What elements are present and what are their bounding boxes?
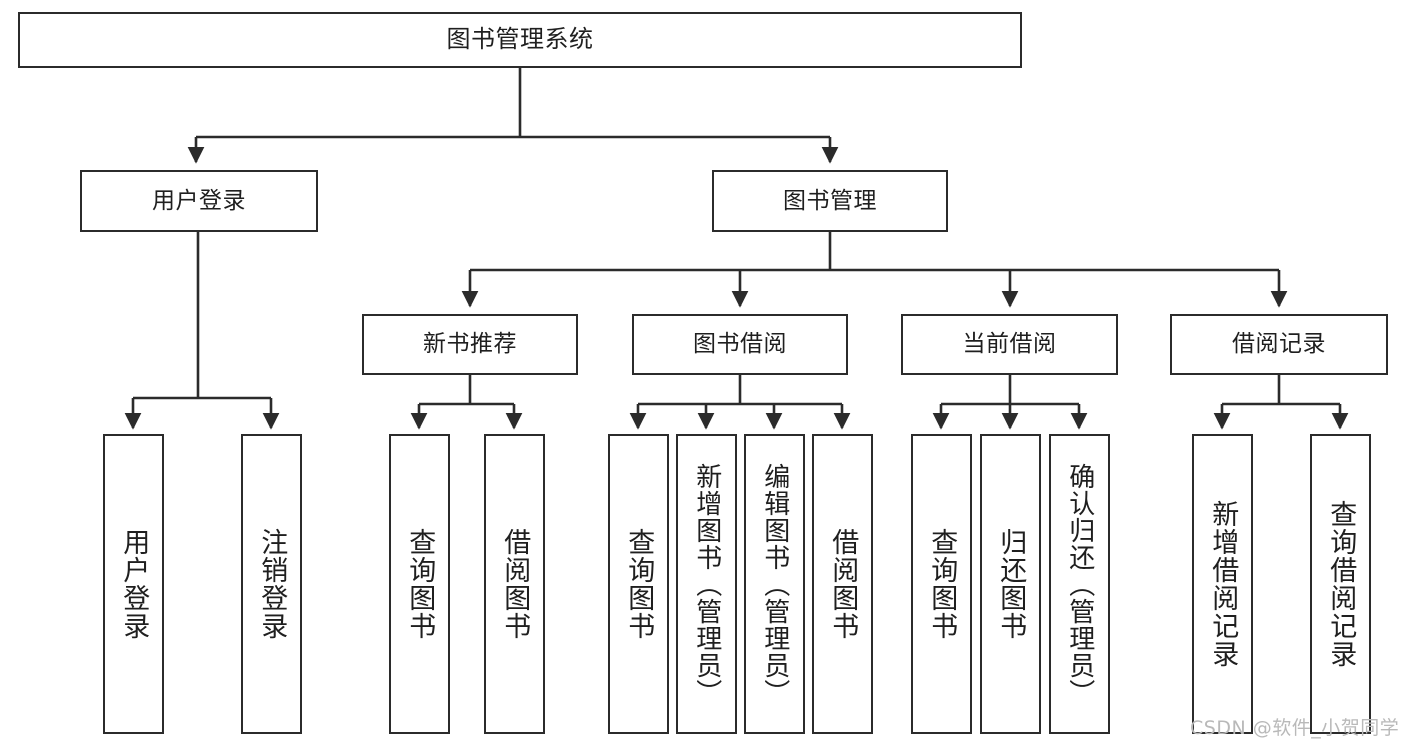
node-leaf-return-book[interactable]: 归还图书 (980, 434, 1041, 734)
node-borrow-record-label: 借阅记录 (1232, 331, 1326, 358)
node-leaf-borrow-book-2[interactable]: 借阅图书 (812, 434, 873, 734)
node-current-borrow[interactable]: 当前借阅 (901, 314, 1118, 375)
node-current-borrow-label: 当前借阅 (962, 331, 1057, 358)
node-borrow-record[interactable]: 借阅记录 (1170, 314, 1388, 375)
node-root-label: 图书管理系统 (446, 25, 594, 54)
node-leaf-logout-login[interactable]: 注销登录 (241, 434, 302, 734)
node-leaf-add-book-admin-label: 新增图书（管理员） (691, 462, 722, 706)
node-leaf-edit-book-admin[interactable]: 编辑图书（管理员） (744, 434, 805, 734)
node-leaf-query-borrow-record[interactable]: 查询借阅记录 (1310, 434, 1371, 734)
node-leaf-user-login[interactable]: 用户登录 (103, 434, 164, 734)
node-leaf-user-login-label: 用户登录 (118, 528, 150, 640)
watermark: CSDN @软件_小贺同学 (1190, 717, 1400, 739)
node-leaf-add-borrow-record-label: 新增借阅记录 (1207, 500, 1239, 668)
node-leaf-add-borrow-record[interactable]: 新增借阅记录 (1192, 434, 1253, 734)
node-book-management[interactable]: 图书管理 (712, 170, 948, 232)
node-root[interactable]: 图书管理系统 (18, 12, 1022, 68)
node-leaf-edit-book-admin-label: 编辑图书（管理员） (759, 462, 790, 706)
node-leaf-logout-login-label: 注销登录 (256, 528, 288, 640)
node-leaf-confirm-return-admin-label: 确认归还（管理员） (1064, 462, 1095, 706)
node-leaf-query-book-1-label: 查询图书 (404, 528, 436, 640)
node-leaf-borrow-book-1[interactable]: 借阅图书 (484, 434, 545, 734)
node-leaf-query-book-3[interactable]: 查询图书 (911, 434, 972, 734)
node-leaf-confirm-return-admin[interactable]: 确认归还（管理员） (1049, 434, 1110, 734)
node-new-book-recommend-label: 新书推荐 (423, 331, 517, 358)
node-new-book-recommend[interactable]: 新书推荐 (362, 314, 578, 375)
node-user-login[interactable]: 用户登录 (80, 170, 318, 232)
node-leaf-borrow-book-2-label: 借阅图书 (827, 528, 859, 640)
node-leaf-query-book-2[interactable]: 查询图书 (608, 434, 669, 734)
node-leaf-return-book-label: 归还图书 (995, 528, 1027, 640)
node-leaf-borrow-book-1-label: 借阅图书 (499, 528, 531, 640)
node-leaf-query-borrow-record-label: 查询借阅记录 (1325, 500, 1357, 668)
node-leaf-add-book-admin[interactable]: 新增图书（管理员） (676, 434, 737, 734)
node-book-borrow[interactable]: 图书借阅 (632, 314, 848, 375)
node-leaf-query-book-3-label: 查询图书 (926, 528, 958, 640)
node-leaf-query-book-2-label: 查询图书 (623, 528, 655, 640)
node-user-login-label: 用户登录 (152, 187, 246, 214)
node-book-borrow-label: 图书借阅 (693, 331, 787, 358)
node-leaf-query-book-1[interactable]: 查询图书 (389, 434, 450, 734)
node-book-management-label: 图书管理 (783, 187, 877, 214)
